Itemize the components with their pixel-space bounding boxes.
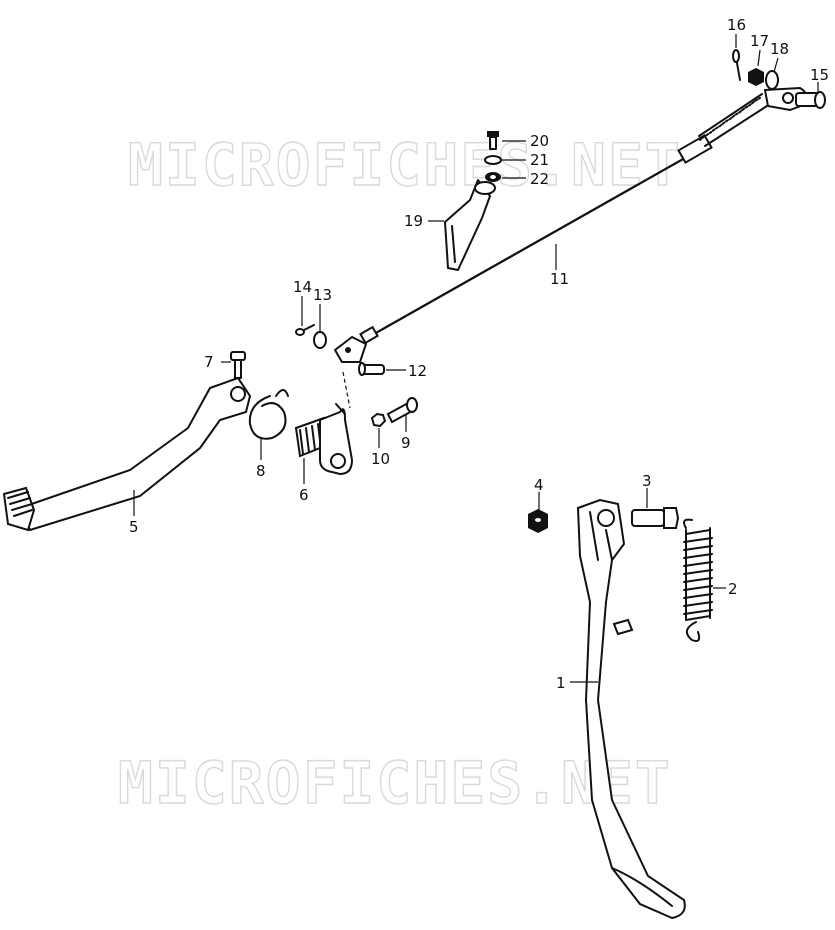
part-5-brake-pedal	[2, 376, 252, 532]
callout-6: 6	[299, 486, 309, 504]
part-10-nut	[370, 412, 387, 428]
part-19-cable-guide	[444, 179, 496, 271]
part-13-washer	[313, 331, 327, 349]
callout-3: 3	[642, 472, 652, 490]
callout-22: 22	[530, 170, 549, 188]
part-16-cotter-pin	[732, 49, 741, 81]
part-14-cotter-pin	[295, 324, 315, 336]
callout-21: 21	[530, 151, 549, 169]
callout-4: 4	[534, 476, 544, 494]
callout-2: 2	[728, 580, 738, 598]
part-18-washer	[765, 70, 779, 90]
part-3-bolt	[631, 507, 680, 529]
rod-joint	[333, 325, 379, 363]
part-21-washer	[484, 155, 502, 165]
watermark-top: MICROFICHES.NET	[128, 131, 682, 199]
part-17-nut	[748, 68, 764, 86]
part-2-spring	[683, 518, 713, 642]
callout-10: 10	[371, 450, 390, 468]
callout-13: 13	[313, 286, 332, 304]
part-11-brake-rod	[367, 93, 771, 339]
callout-5: 5	[129, 518, 139, 536]
callout-7: 7	[204, 353, 214, 371]
callout-18: 18	[770, 40, 789, 58]
callout-9: 9	[401, 434, 411, 452]
part-4-nut	[528, 509, 548, 533]
part-8-spring	[248, 389, 289, 440]
part-22-washer	[485, 172, 501, 182]
callout-14: 14	[293, 278, 312, 296]
part-1-side-stand	[576, 498, 686, 920]
part-12-pin	[358, 362, 385, 376]
callout-19: 19	[404, 212, 423, 230]
callout-20: 20	[530, 132, 549, 150]
part-15-clevis-pin	[763, 86, 826, 112]
callout-15: 15	[810, 66, 829, 84]
callout-12: 12	[408, 362, 427, 380]
part-20-bolt	[487, 131, 499, 150]
watermark-bottom: MICROFICHES.NET	[118, 749, 672, 817]
callout-17: 17	[750, 32, 769, 50]
part-6-brake-arm	[294, 371, 354, 476]
leader-lines	[133, 34, 819, 683]
part-7-bolt	[230, 351, 246, 379]
callout-16: 16	[727, 16, 746, 34]
callout-11: 11	[550, 270, 569, 288]
callout-8: 8	[256, 462, 266, 480]
callout-1: 1	[556, 674, 566, 692]
part-9-bolt	[386, 397, 418, 424]
